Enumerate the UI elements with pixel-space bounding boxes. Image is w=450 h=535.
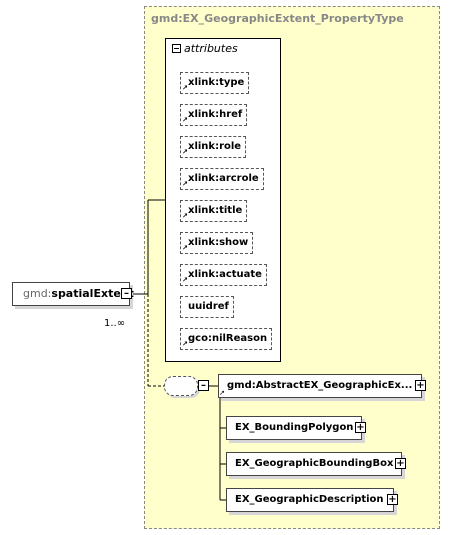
expand-icon[interactable]: +: [415, 380, 426, 391]
abstract-geographic-extent-element[interactable]: gmd:AbstractEX_GeographicEx... +: [218, 374, 426, 398]
expand-icon[interactable]: +: [355, 422, 366, 433]
reference-arrow-icon: ↗: [182, 148, 188, 156]
reference-arrow-icon: ↗: [182, 340, 188, 348]
reference-arrow-icon: ↗: [182, 244, 188, 252]
sequence-compositor: [164, 376, 198, 396]
ex-boundingpolygon-element[interactable]: EX_BoundingPolygon +: [226, 416, 366, 440]
reference-arrow-icon: ↗: [219, 389, 225, 397]
expand-icon[interactable]: +: [395, 458, 406, 469]
expand-icon[interactable]: +: [387, 494, 398, 505]
attribute-xlink-show[interactable]: ↗ xlink:show: [180, 232, 254, 254]
attribute-xlink-title[interactable]: ↗ xlink:title: [180, 200, 248, 222]
attribute-uuidref[interactable]: uuidref: [180, 296, 234, 318]
attribute-xlink-type[interactable]: ↗ xlink:type: [180, 72, 250, 94]
attribute-gco-nilreason[interactable]: ↗ gco:nilReason: [180, 328, 273, 350]
cardinality-label: 1..∞: [104, 318, 126, 329]
ex-geographicboundingbox-element[interactable]: EX_GeographicBoundingBox +: [226, 452, 406, 476]
reference-arrow-icon: ↗: [182, 84, 188, 92]
root-element-spatialextent[interactable]: gmd:spatialExtent –: [12, 282, 134, 306]
reference-arrow-icon: ↗: [182, 212, 188, 220]
attribute-xlink-href[interactable]: ↗ xlink:href: [180, 104, 248, 126]
collapse-icon[interactable]: –: [121, 288, 132, 299]
attribute-xlink-role[interactable]: ↗ xlink:role: [180, 136, 247, 158]
type-title: gmd:EX_GeographicExtent_PropertyType: [151, 12, 404, 25]
attribute-xlink-actuate[interactable]: ↗ xlink:actuate: [180, 264, 267, 286]
attribute-xlink-arcrole[interactable]: ↗ xlink:arcrole: [180, 168, 264, 190]
attributes-header: attributes: [184, 42, 238, 55]
reference-arrow-icon: ↗: [182, 180, 188, 188]
reference-arrow-icon: ↗: [182, 116, 188, 124]
collapse-icon[interactable]: [172, 44, 181, 53]
collapse-icon[interactable]: –: [198, 380, 209, 391]
reference-arrow-icon: ↗: [182, 276, 188, 284]
ex-geographicdescription-element[interactable]: EX_GeographicDescription +: [226, 488, 398, 512]
